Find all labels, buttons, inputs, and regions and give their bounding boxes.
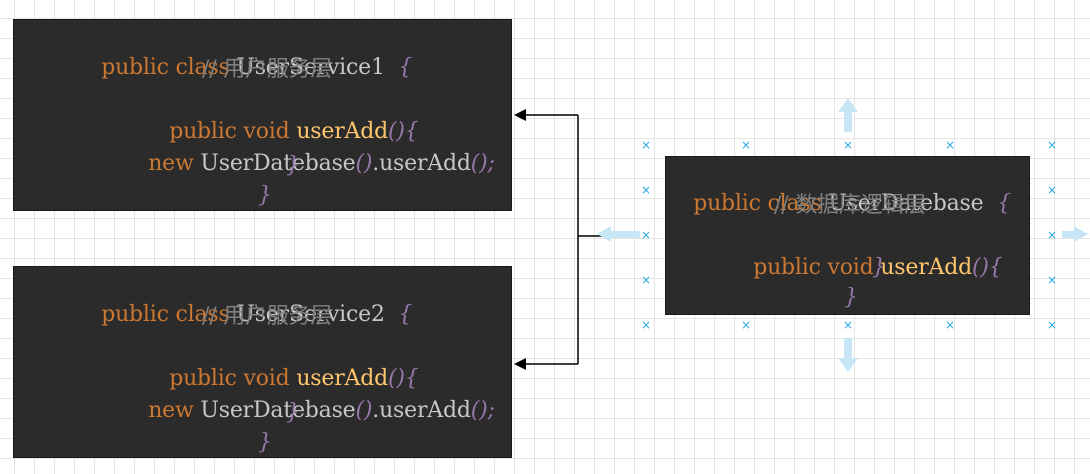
keyword: public class xyxy=(101,302,230,327)
x-mark-icon[interactable]: × xyxy=(741,318,752,332)
x-mark-icon[interactable]: × xyxy=(1047,183,1058,197)
class-declaration: public class UserService1 { xyxy=(74,23,412,113)
x-mark-icon[interactable]: × xyxy=(641,183,652,197)
x-mark-icon[interactable]: × xyxy=(641,273,652,287)
brace: { xyxy=(404,119,419,144)
method-call: new UserDatebase().userAdd(); xyxy=(121,119,495,209)
keyword: public void xyxy=(169,119,290,144)
closing-brace: } xyxy=(258,183,272,208)
class-name: UserDatebase xyxy=(828,191,984,216)
class-declaration: public class UserDatebase { xyxy=(666,159,1011,249)
x-mark-icon[interactable]: × xyxy=(1047,318,1058,332)
arrow-right-icon xyxy=(1062,226,1088,242)
keyword: public class xyxy=(101,55,230,80)
x-mark-icon[interactable]: × xyxy=(945,318,956,332)
x-mark-icon[interactable]: × xyxy=(843,138,854,152)
method-name: userAdd xyxy=(296,119,388,144)
closing-brace: } xyxy=(844,285,858,310)
arrow-down-icon xyxy=(838,338,858,372)
method-declaration: public void userAdd(){ xyxy=(726,223,1003,313)
keyword: public class xyxy=(693,191,822,216)
x-mark-icon[interactable]: × xyxy=(641,318,652,332)
x-mark-icon[interactable]: × xyxy=(741,138,752,152)
x-mark-icon[interactable]: × xyxy=(641,138,652,152)
x-mark-icon[interactable]: × xyxy=(641,228,652,242)
brace: { xyxy=(988,255,1003,280)
userservice1-box[interactable]: public class UserService1 { // 用户服务层 pub… xyxy=(13,19,512,211)
class-name: UserService1 xyxy=(236,55,385,80)
arrow-up-icon xyxy=(838,98,858,132)
parens: (); xyxy=(470,151,495,176)
class-name: UserService2 xyxy=(236,302,385,327)
arrowhead-service1-icon xyxy=(514,109,526,121)
method-name: userAdd xyxy=(296,366,388,391)
closing-brace: } xyxy=(286,400,300,425)
closing-brace: } xyxy=(286,153,300,178)
brace: { xyxy=(404,366,419,391)
method-call: new UserDatebase().userAdd(); xyxy=(121,366,495,456)
class-name: UserDatebase xyxy=(200,398,356,423)
connector-edges[interactable] xyxy=(522,114,636,365)
parens: (); xyxy=(470,398,495,423)
class-declaration: public class UserService2 { xyxy=(74,270,412,360)
brace: { xyxy=(398,302,413,327)
closing-brace: } xyxy=(258,430,272,455)
arrow-left-icon xyxy=(597,226,640,242)
call-name: .userAdd xyxy=(372,398,471,423)
comment: // 数据库逻辑层 xyxy=(774,193,927,218)
keyword: public void xyxy=(753,255,874,280)
closing-brace: } xyxy=(872,255,886,280)
class-name: UserDatebase xyxy=(200,151,356,176)
comment: // 用户服务层 xyxy=(202,304,333,329)
brace: { xyxy=(398,55,413,80)
parens: () xyxy=(387,119,405,144)
call-name: .userAdd xyxy=(372,151,471,176)
keyword: new xyxy=(148,398,194,423)
x-mark-icon[interactable]: × xyxy=(1047,228,1058,242)
direction-arrows[interactable] xyxy=(597,98,1088,372)
parens: () xyxy=(387,366,405,391)
parens: () xyxy=(971,255,989,280)
keyword: public void xyxy=(169,366,290,391)
method-name: userAdd xyxy=(880,255,972,280)
parens: () xyxy=(355,151,373,176)
x-mark-icon[interactable]: × xyxy=(843,318,854,332)
x-mark-icon[interactable]: × xyxy=(1047,138,1058,152)
keyword: new xyxy=(148,151,194,176)
method-declaration: public void userAdd(){ xyxy=(142,334,419,424)
parens: () xyxy=(355,398,373,423)
userdatebase-box[interactable]: public class UserDatebase { // 数据库逻辑层 pu… xyxy=(665,156,1030,315)
x-mark-icon[interactable]: × xyxy=(1047,273,1058,287)
method-declaration: public void userAdd(){ xyxy=(142,87,419,177)
brace: { xyxy=(997,191,1011,216)
comment: // 用户服务层 xyxy=(202,57,333,82)
arrowhead-service2-icon xyxy=(514,358,526,370)
userservice2-box[interactable]: public class UserService2 { // 用户服务层 pub… xyxy=(13,266,512,458)
x-mark-icon[interactable]: × xyxy=(945,138,956,152)
